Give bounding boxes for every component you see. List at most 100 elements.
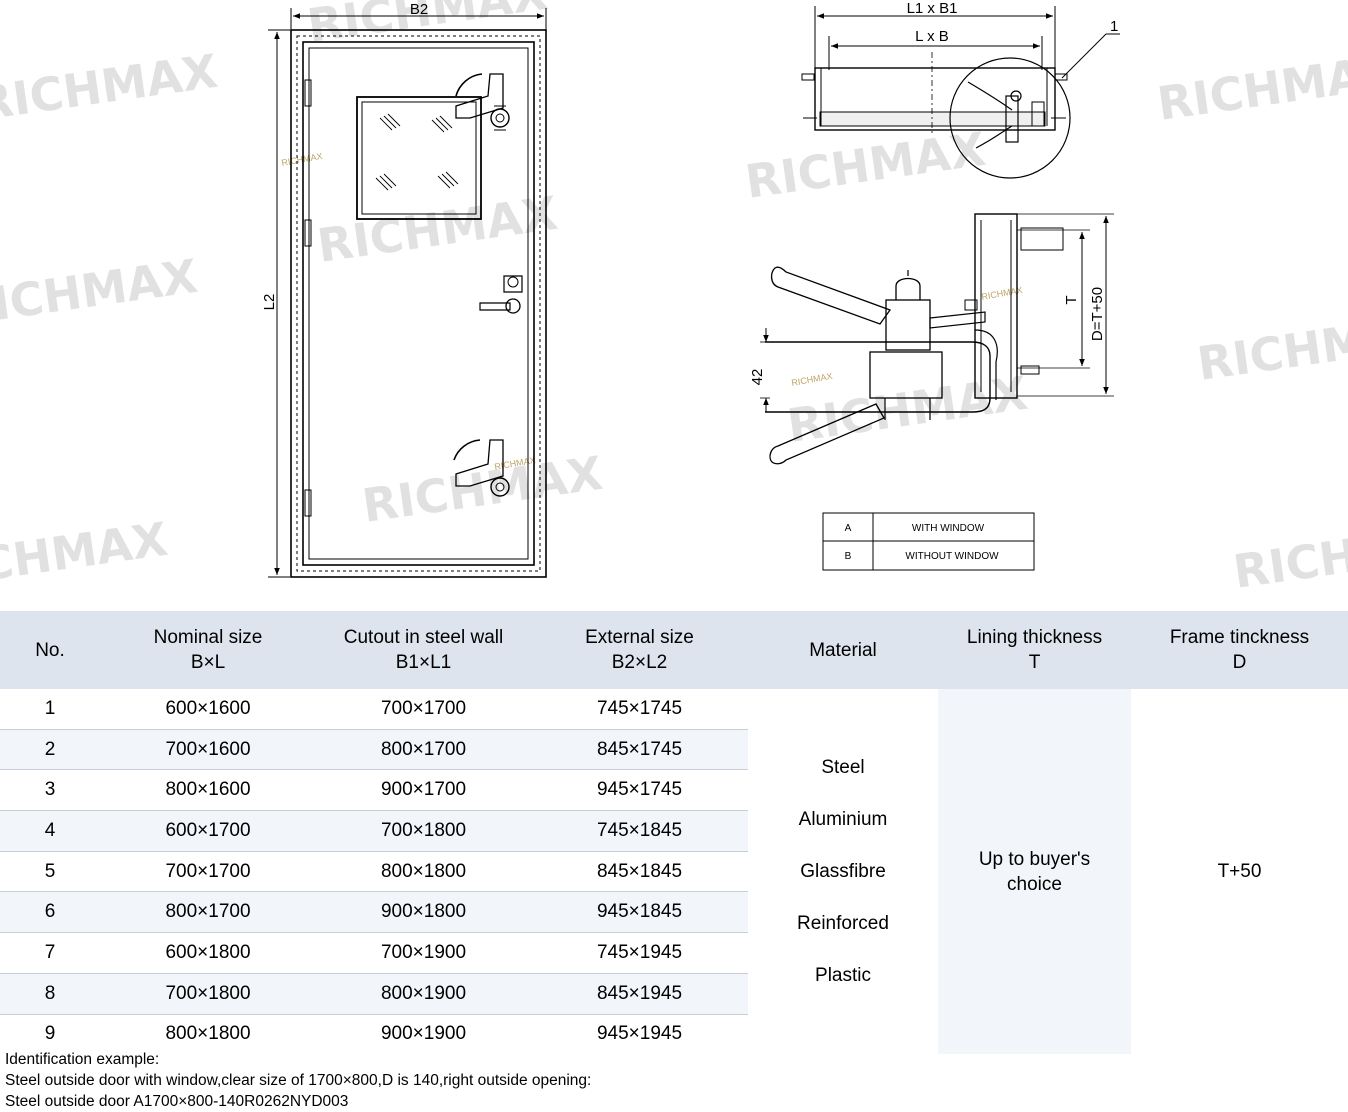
cell-nominal: 600×1600 <box>100 689 316 730</box>
watermarks: RICHMAX RICHMAX RICHMAX RICHMAX RICHMAX … <box>0 0 1348 599</box>
cell-nominal: 800×1800 <box>165 1023 251 1045</box>
cell-cutout: 700×1900 <box>316 932 531 974</box>
cell-external: 745×1745 <box>531 689 748 730</box>
table-row: 4 600×1700 700×1800 745×1845 <box>0 810 1348 852</box>
note-line: Steel outside door A1700×800-140R0262NYD… <box>5 1093 349 1110</box>
cell-external: 945×1945 <box>596 1023 683 1045</box>
material-item: Reinforced <box>797 912 889 934</box>
header-label: Cutout in steel wall <box>343 627 504 648</box>
cell-no: 2 <box>0 729 100 771</box>
legend-label-a: WITH WINDOW <box>912 523 985 534</box>
header-sublabel: B1×L1 <box>395 652 452 673</box>
header-sublabel: B×L <box>190 652 226 673</box>
legend-label-b: WITHOUT WINDOW <box>905 551 999 562</box>
table-row: 2 700×1600 800×1700 845×1745 <box>0 729 1348 771</box>
cell-nominal: 700×1700 <box>100 851 316 893</box>
dim-lxb-label: L x B <box>915 28 949 45</box>
lining-line: Up to buyer's <box>978 848 1091 870</box>
cell-cutout: 900×1900 <box>380 1023 467 1045</box>
cell-nominal: 700×1600 <box>100 729 316 771</box>
cell-cutout: 700×1800 <box>316 810 531 852</box>
dim-b2-label: B2 <box>410 1 428 18</box>
cell-no: 5 <box>0 851 100 893</box>
cell-material: Steel Aluminium Glassfibre Reinforced Pl… <box>748 689 938 1055</box>
cell-nominal: 800×1600 <box>100 769 316 812</box>
door-front-view <box>268 8 547 578</box>
cell-no: 8 <box>0 973 100 1015</box>
dim-t-label: T <box>1063 295 1080 304</box>
cell-no: 4 <box>0 810 100 852</box>
dim-l2-label: L2 <box>261 294 278 311</box>
cell-nominal: 600×1800 <box>100 932 316 974</box>
legend-code-a: A <box>845 523 852 534</box>
watermark-text: RICHMAX <box>1154 44 1348 131</box>
watermark-text: RICHMAX <box>0 44 221 131</box>
table-row: 3 800×1600 900×1700 945×1745 <box>0 769 1348 812</box>
header-sublabel: B2×L2 <box>611 652 668 673</box>
watermark-small: RICHMAX <box>791 371 834 388</box>
header-label: Lining thickness <box>966 627 1103 648</box>
watermark-text: RICHMAX <box>1230 512 1348 599</box>
header-sublabel: T <box>1028 652 1041 673</box>
table-row: 7 600×1800 700×1900 745×1945 <box>0 932 1348 974</box>
watermark-text: RICHMAX <box>1194 304 1348 391</box>
watermark-text: RICHMAX <box>0 512 171 599</box>
header-label: Nominal size <box>153 627 263 648</box>
callout-1-label: 1 <box>1110 18 1118 35</box>
dim-42-label: 42 <box>749 369 766 386</box>
cell-external: 845×1945 <box>531 973 748 1015</box>
cell-no: 7 <box>0 932 100 974</box>
material-item: Aluminium <box>798 808 888 830</box>
table-row: 9 800×1800 900×1900 945×1945 <box>0 1014 1348 1054</box>
dim-l1xb1-label: L1 x B1 <box>907 0 958 17</box>
door-section-top-view <box>801 6 1120 179</box>
material-item: Steel <box>821 756 865 778</box>
watermark-text: RICHMAX <box>314 186 561 273</box>
header-label: External size <box>585 627 694 648</box>
table-row: 5 700×1700 800×1800 845×1845 <box>0 851 1348 893</box>
lining-line: choice <box>1007 873 1062 895</box>
cell-external: 945×1845 <box>531 891 748 934</box>
header-label: Frame tinckness <box>1169 627 1310 648</box>
cell-external: 845×1745 <box>531 729 748 771</box>
door-section-side-view <box>760 213 1114 465</box>
technical-drawing: RICHMAX RICHMAX RICHMAX RICHMAX RICHMAX … <box>0 0 1348 599</box>
cell-no: 3 <box>0 769 100 812</box>
cell-nominal: 800×1700 <box>100 891 316 934</box>
cell-cutout: 700×1700 <box>316 689 531 730</box>
header-material: Material <box>748 611 938 689</box>
cell-cutout: 800×1800 <box>316 851 531 893</box>
dim-d-label: D=T+50 <box>1089 287 1106 341</box>
table-row: 1 600×1600 700×1700 745×1745 Steel Alumi… <box>0 689 1348 1055</box>
material-item: Plastic <box>815 964 871 986</box>
cell-external: 845×1845 <box>531 851 748 893</box>
header-no: No. <box>0 611 100 689</box>
legend-code-b: B <box>845 551 852 562</box>
header-no-label: No. <box>35 639 65 661</box>
cell-cutout: 800×1700 <box>316 729 531 771</box>
note-line: Steel outside door with window,clear siz… <box>5 1072 592 1089</box>
watermark-text: RICHMAX <box>359 446 606 533</box>
material-item: Glassfibre <box>800 860 886 882</box>
cell-no: 9 <box>44 1023 56 1045</box>
cell-nominal: 700×1800 <box>100 973 316 1015</box>
identification-notes: Identification example: Steel outside do… <box>5 1049 591 1112</box>
cell-cutout: 900×1700 <box>316 769 531 812</box>
cell-nominal: 600×1700 <box>100 810 316 852</box>
cell-external: 945×1745 <box>531 769 748 812</box>
cell-frame: T+50 <box>1131 689 1348 1055</box>
cell-no: 6 <box>0 891 100 934</box>
cell-lining: Up to buyer's choice <box>938 689 1131 1055</box>
watermark-small: RICHMAX <box>281 151 324 168</box>
cell-cutout: 900×1800 <box>316 891 531 934</box>
cell-external: 745×1945 <box>531 932 748 974</box>
window-legend: A WITH WINDOW B WITHOUT WINDOW <box>822 512 1035 571</box>
header-sublabel: D <box>1232 652 1247 673</box>
table-row: 6 800×1700 900×1800 945×1845 <box>0 891 1348 934</box>
